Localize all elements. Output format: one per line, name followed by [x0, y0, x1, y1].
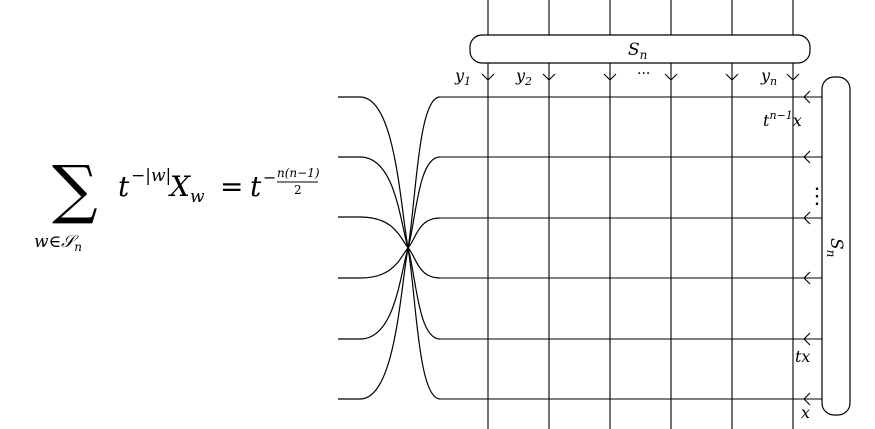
column-label-yn-sub: n — [770, 75, 777, 88]
row-labels: tn−1x ⋮ tx x — [763, 109, 828, 422]
row-label-top-sup: n−1 — [769, 109, 792, 122]
braid-strand — [338, 216, 441, 279]
equation: ∑ w∈𝒮n t −|w| Xw = t − n(n−1) 2 — [34, 153, 320, 254]
left-arrow-mark — [803, 90, 811, 104]
column-labels: y1 y2 ··· yn — [454, 66, 777, 88]
column-label-yn-main: y — [760, 66, 771, 85]
row-label-top-t: t — [763, 111, 770, 130]
sum-index: w∈𝒮n — [34, 232, 82, 254]
right-sn-box: Sn — [821, 76, 851, 416]
top-box-label: Sn — [628, 40, 647, 62]
row-label-top-x: x — [793, 111, 802, 130]
t-right: t — [250, 170, 262, 203]
braid-strand — [338, 156, 441, 340]
down-arrow-mark — [603, 73, 617, 81]
column-label-y2-main: y — [515, 66, 526, 85]
braid-strand — [338, 156, 441, 340]
down-arrow-mark — [725, 73, 739, 81]
row-label-x: x — [801, 403, 810, 422]
column-label-y1: y1 — [454, 66, 471, 88]
row-label-top: tn−1x — [763, 109, 802, 130]
down-arrow-mark — [664, 73, 678, 81]
exponent-left: −|w| — [131, 166, 171, 186]
x-subscript: w — [190, 187, 205, 207]
column-label-y1-sub: 1 — [464, 75, 471, 88]
sum-index-subscript: n — [74, 240, 82, 254]
down-arrow-mark — [786, 73, 800, 81]
top-sn-box: Sn — [469, 34, 811, 64]
sum-index-text: w∈𝒮 — [34, 232, 79, 252]
right-box-label-sub: n — [824, 250, 838, 258]
braid-strand — [338, 96, 441, 400]
x-main: X — [168, 170, 191, 203]
left-arrow-mark — [803, 211, 811, 225]
column-label-yn: yn — [760, 66, 777, 88]
left-arrow-mark — [803, 392, 811, 406]
sum-symbol: ∑ — [52, 153, 98, 227]
equals-sign: = — [220, 170, 243, 203]
left-arrow-mark — [803, 150, 811, 164]
grid-lines — [440, 0, 822, 429]
top-box-label-main: S — [628, 40, 640, 60]
right-box-label-main: S — [826, 238, 846, 250]
row-label-tx: tx — [795, 347, 810, 366]
braid-strand — [338, 217, 441, 279]
braid-strand — [338, 96, 441, 400]
top-box-label-sub: n — [640, 48, 648, 62]
t-left: t — [118, 170, 130, 203]
top-box-frame — [469, 34, 811, 64]
arrow-marks — [481, 73, 811, 406]
down-arrow-mark — [542, 73, 556, 81]
column-label-y1-main: y — [454, 66, 465, 85]
down-arrow-mark — [481, 73, 495, 81]
column-label-y2-sub: 2 — [524, 75, 532, 88]
fraction-numerator: n(n−1) — [277, 166, 320, 180]
right-box-label: Sn — [824, 238, 846, 257]
right-box-frame — [821, 76, 851, 416]
column-label-dots: ··· — [637, 66, 650, 82]
left-arrow-mark — [803, 332, 811, 346]
row-label-vdots: ⋮ — [806, 184, 828, 209]
fraction-denominator: 2 — [294, 183, 302, 197]
left-arrow-mark — [803, 271, 811, 285]
exponent-minus: − — [263, 168, 276, 187]
braid-strands — [338, 96, 441, 400]
x-w: Xw — [168, 170, 205, 207]
column-label-y2: y2 — [515, 66, 532, 88]
